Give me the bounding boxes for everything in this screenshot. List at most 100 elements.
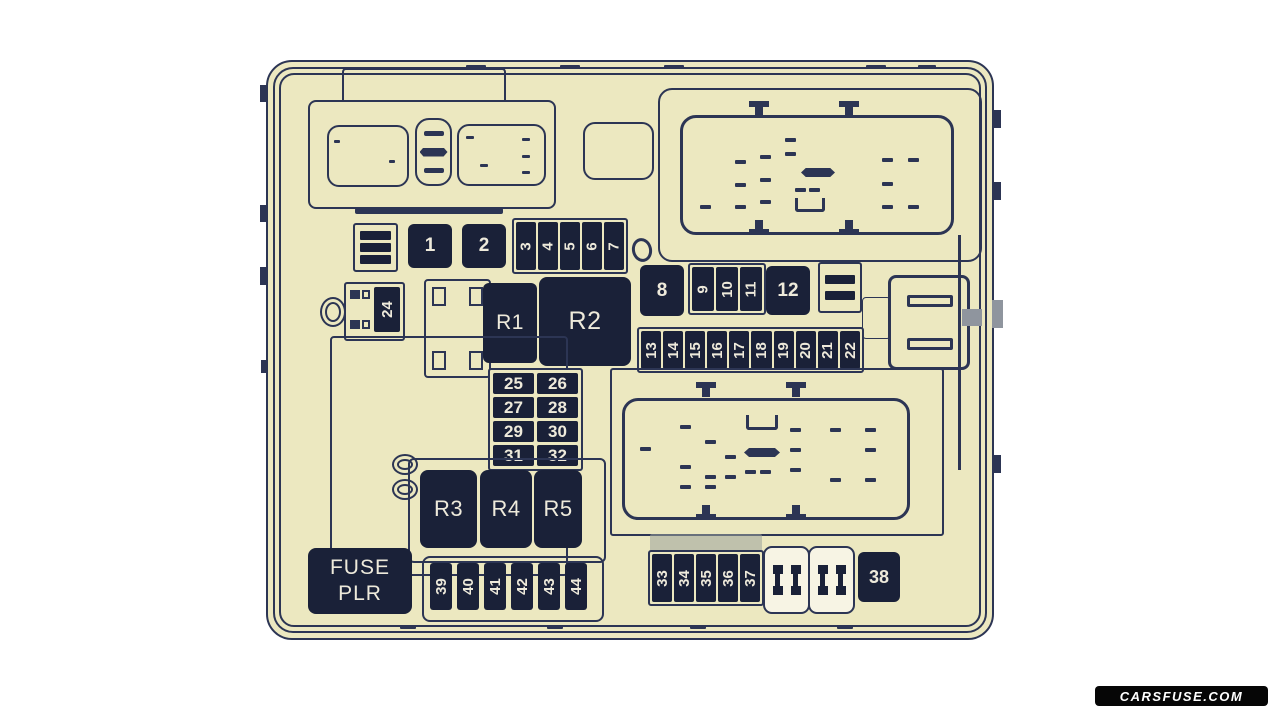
connector-bottom-outer [610,368,944,536]
mount-tab-left [260,85,268,102]
fuse-29: 29 [493,421,534,442]
fuse-28: 28 [537,397,578,418]
relay-tray-outline [408,458,606,563]
smudge-mark [650,534,762,552]
edge-dash [837,625,853,629]
relay-right-outline [888,275,970,370]
spare-fuse-holder [818,262,862,313]
connector-pins [334,140,340,143]
cluster-socket-left [327,125,409,187]
holder-pad [362,320,370,329]
fuse-puller-holder [353,223,398,272]
fuse-33: 33 [652,554,672,602]
connector-u-slot [746,415,778,430]
mount-tab-left [260,205,268,222]
spare-bar [825,274,855,284]
fuse-18: 18 [751,331,772,369]
fuse-15: 15 [685,331,706,369]
relay-r2: R2 [539,277,631,366]
fuse-tray-39-44 [422,556,604,622]
edge-dash [866,65,886,69]
fuse-4: 4 [538,222,558,270]
fuse-7: 7 [604,222,624,270]
connector-tab [749,220,769,235]
connector-tab [786,505,806,520]
fuse-26: 26 [537,373,578,394]
relay-slot [907,338,953,350]
edge-dash [400,625,416,629]
fuse-42: 42 [511,563,533,610]
fuse-14: 14 [663,331,684,369]
slot [469,351,483,370]
fuse-11: 11 [740,267,762,311]
cluster-socket-mid [415,118,452,186]
relay-r3: R3 [420,470,477,548]
connector-tab [839,101,859,116]
mount-tab-left [260,267,268,285]
socket-bar [423,131,444,137]
grommet-ring [629,236,655,264]
connector-pins [735,160,746,164]
fuse-40: 40 [457,563,479,610]
fuse-6: 6 [582,222,602,270]
connector-chevron [801,168,835,177]
mount-tab-right [992,182,1001,200]
fuse-3: 3 [516,222,536,270]
mount-tab-left [261,360,268,373]
fuse-12: 12 [766,266,810,315]
relay-slot [907,295,953,307]
socket-bar [423,167,444,173]
relay-r1: R1 [483,283,537,363]
fuse-1: 1 [408,224,452,268]
holder-pad [350,320,360,329]
cluster-top-bracket [342,68,506,100]
connector-chevron [744,448,780,457]
connector-tab [786,382,806,397]
connector-pins [680,425,691,429]
fuse-44: 44 [565,563,587,610]
mount-tab-right [992,455,1001,473]
fuse-17: 17 [729,331,750,369]
relay-r5: R5 [534,470,582,548]
fuse-9: 9 [692,267,714,311]
connector-pins [522,138,530,141]
edge-dash [466,65,486,69]
socket-chevron [419,147,448,157]
socket-contact [790,565,801,595]
connector-bottom-inner [622,398,910,520]
relay-socket-a [763,546,810,614]
fuse-8: 8 [640,265,684,316]
watermark-text: CARSFUSE.COM [1119,688,1244,704]
relay-tab-gray [962,309,982,326]
fuse-34: 34 [674,554,694,602]
edge-dash [690,625,706,629]
fuse-22: 22 [839,331,860,369]
connector-u-slot [795,198,825,212]
fuse-plr-line1: FUSE [329,555,390,579]
fuse-2: 2 [462,224,506,268]
bolt-hole [392,479,418,500]
puller-bar [360,243,391,252]
slot [469,287,483,306]
shell-channel-line [958,235,961,470]
fuse-27: 27 [493,397,534,418]
connector-tab [839,220,859,235]
connector-tab [696,505,716,520]
fuse-24-holder: 24 [344,282,405,341]
relay-r4: R4 [480,470,532,548]
bolt-hole [392,454,418,475]
fuse-plr-line2: PLR [338,582,382,605]
holder-pad [362,290,370,299]
watermark-carsfuse: CARSFUSE.COM [1095,686,1268,706]
puller-bar [360,255,391,264]
mount-tab-right [992,110,1001,128]
relay-socket-b [808,546,855,614]
fuse-20: 20 [795,331,816,369]
socket-contact [817,565,828,595]
edge-dash [664,65,684,69]
